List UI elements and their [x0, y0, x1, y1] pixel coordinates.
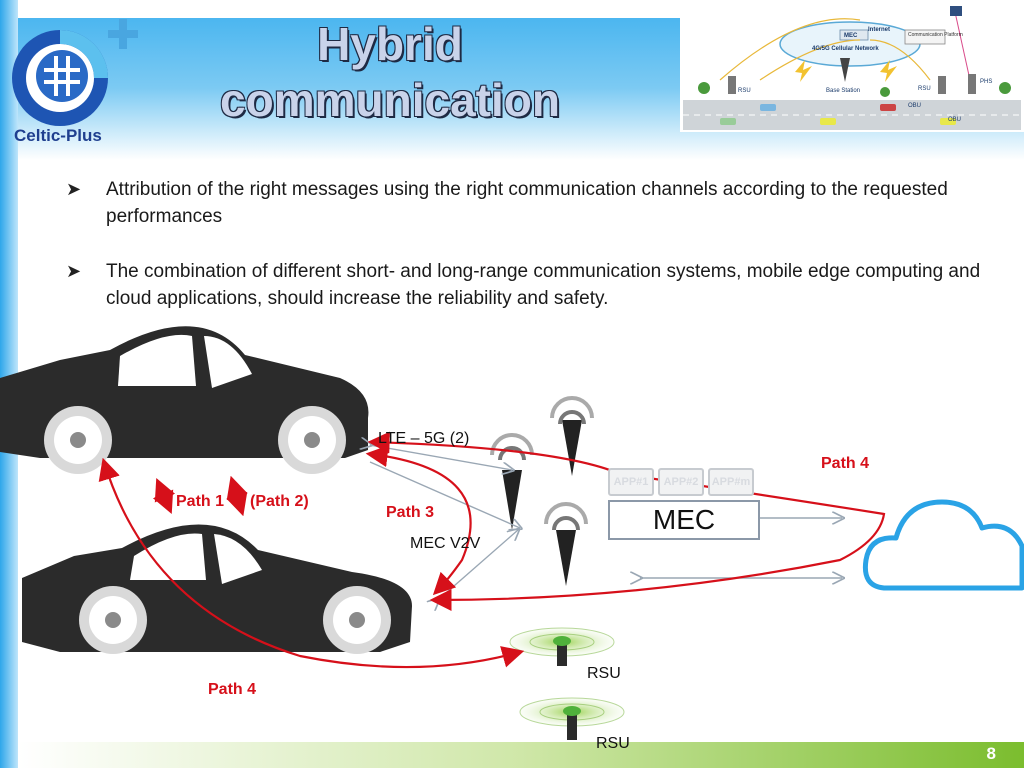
path4-top-label: Path 4 — [821, 455, 870, 472]
slide-title: Hybrid communication — [170, 16, 610, 128]
thumb-rsu-left-label: RSU — [738, 88, 751, 94]
thumb-network-label: 4G/5G Cellular Network — [812, 46, 879, 52]
path4-bottom-label: Path 4 — [208, 681, 257, 698]
path1-label: Path 1 — [176, 493, 225, 510]
bullet-list: ➤ Attribution of the right messages usin… — [66, 176, 1006, 340]
red-paths — [98, 431, 886, 669]
cell-tower-lower — [544, 502, 588, 586]
mec-v2v-label: MEC V2V — [410, 535, 481, 552]
path3-label: Path 3 — [386, 504, 435, 521]
thumb-obu-label-2: OBU — [948, 117, 962, 123]
cloud-icon — [862, 499, 1024, 591]
bullet-text: The combination of different short- and … — [106, 261, 981, 309]
rsu-unit-1 — [509, 627, 615, 666]
bullet-text: Attribution of the right messages using … — [106, 179, 948, 227]
app-tab-m: APP#m — [708, 468, 754, 496]
lte-5g-label: LTE – 5G (2) — [378, 430, 470, 447]
logo-text: Celtic-Plus — [14, 126, 102, 145]
rsu-label-2: RSU — [596, 735, 630, 752]
page-number: 8 — [986, 744, 996, 763]
thumb-obu-label-1: OBU — [908, 103, 922, 109]
rsu-label-1: RSU — [587, 665, 621, 682]
app-tab-2: APP#2 — [658, 468, 704, 496]
celtic-plus-logo — [12, 19, 138, 126]
path1-arrow — [152, 477, 176, 515]
path2-label: (Path 2) — [250, 493, 309, 510]
car-top — [0, 326, 369, 474]
thumb-mec-label: MEC — [844, 33, 858, 39]
bullet-item: ➤ Attribution of the right messages usin… — [66, 176, 1006, 230]
app-tab-1: APP#1 — [608, 468, 654, 496]
thumb-base-station-label: Base Station — [826, 88, 861, 94]
bullet-item: ➤ The combination of different short- an… — [66, 258, 1006, 312]
mec-box: MEC — [608, 500, 760, 540]
rsu-unit-2 — [519, 697, 625, 740]
path3-curve — [365, 445, 472, 596]
thumb-rsu-right-label: RSU — [918, 86, 931, 92]
slide-title-line2: communication — [220, 74, 560, 126]
path4-lower-curve — [98, 457, 525, 669]
slide-title-line1: Hybrid — [317, 18, 463, 70]
network-thumbnail — [680, 0, 1024, 132]
car-bottom — [22, 524, 412, 654]
path4-upper-curve — [367, 431, 886, 611]
thumb-phs-label: PHS — [980, 79, 993, 85]
arrow-bullet-icon: ➤ — [66, 179, 82, 199]
path2-arrow — [226, 475, 248, 517]
cell-tower-upper — [550, 396, 594, 476]
thumb-platform-label: Communication Platform — [908, 32, 963, 38]
thumb-internet-label: Internet — [868, 27, 891, 33]
arrow-bullet-icon: ➤ — [66, 261, 82, 281]
